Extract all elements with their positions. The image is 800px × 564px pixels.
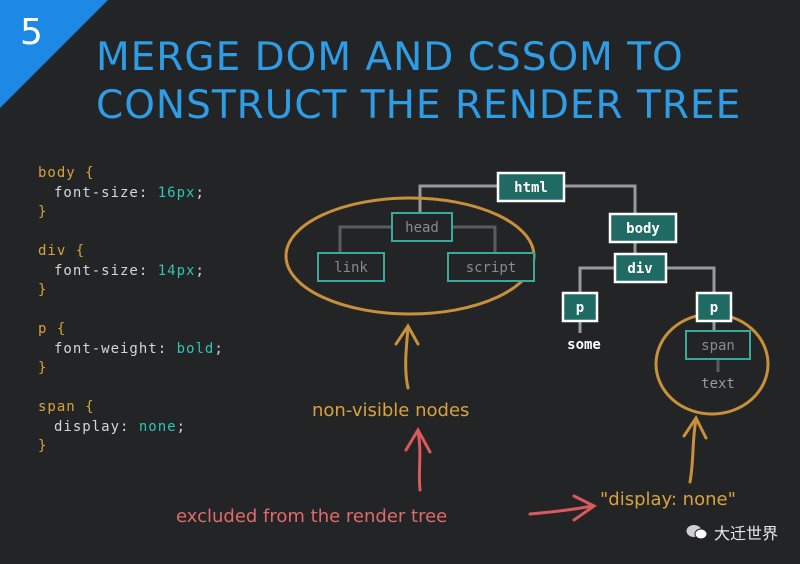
label-excluded: excluded from the render tree	[176, 506, 447, 527]
node-span	[685, 330, 751, 360]
step-badge-corner	[0, 0, 108, 108]
node-html-label: html	[514, 180, 548, 196]
node-body	[608, 212, 678, 244]
node-script	[447, 252, 535, 282]
watermark-text: 大迁世界	[713, 524, 778, 543]
node-span-label: span	[701, 338, 735, 354]
node-body-label: body	[626, 221, 660, 237]
css-semicolon: ;	[195, 184, 205, 201]
css-semicolon: ;	[195, 262, 205, 279]
css-close-brace: }	[38, 204, 48, 220]
page-title: MERGE DOM AND CSSOM TO CONSTRUCT THE REN…	[96, 34, 786, 130]
title-line-2: CONSTRUCT THE RENDER TREE	[96, 83, 742, 128]
css-property: font-weight:	[54, 340, 168, 357]
css-semicolon: ;	[176, 418, 187, 435]
css-close-brace: }	[38, 282, 48, 298]
tree-connectors	[418, 184, 716, 333]
css-rule-p: p { font-weight: bold; }	[38, 320, 224, 379]
css-close-brace: }	[38, 360, 48, 376]
css-value: none	[138, 418, 177, 435]
step-number: 5	[20, 12, 43, 53]
css-value: 14px	[157, 262, 196, 279]
text-node-some: some	[567, 337, 601, 353]
css-rule-body: body { font-size: 16px; }	[38, 164, 224, 223]
node-head-label: head	[405, 220, 439, 236]
excluded-arrow-right	[528, 494, 597, 522]
node-link	[317, 252, 385, 282]
css-declaration: font-size: 14px;	[38, 262, 224, 282]
node-script-label: script	[466, 260, 517, 276]
node-div	[613, 252, 668, 284]
node-html	[496, 171, 566, 203]
css-rule-div: div { font-size: 14px; }	[38, 242, 224, 301]
css-close-brace: }	[38, 438, 48, 454]
css-property: font-size:	[54, 184, 149, 201]
wechat-icon	[686, 525, 708, 540]
css-selector: div {	[38, 243, 86, 259]
excluded-arrow-up	[404, 426, 432, 492]
css-selector: body {	[38, 165, 95, 181]
css-declaration: display: none;	[38, 418, 224, 438]
node-link-label: link	[334, 260, 368, 276]
node-p-2-label: p	[710, 300, 718, 316]
node-p-1	[561, 291, 599, 323]
non-visible-arrow	[394, 323, 420, 390]
css-selector: span {	[38, 399, 95, 415]
label-non-visible: non-visible nodes	[312, 400, 469, 421]
node-p-2	[695, 291, 733, 323]
display-none-circle	[654, 312, 770, 416]
css-declaration: font-size: 16px;	[38, 184, 224, 204]
text-node-text: text	[701, 376, 735, 392]
ghost-connectors	[338, 225, 720, 372]
label-display-none: "display: none"	[600, 489, 736, 510]
css-rule-span: span { display: none; }	[38, 398, 224, 457]
css-semicolon: ;	[214, 340, 224, 357]
css-property: display:	[54, 418, 130, 435]
css-property: font-size:	[54, 262, 149, 279]
css-value: bold	[176, 340, 215, 357]
cssom-code-block: body { font-size: 16px; } div { font-siz…	[38, 164, 224, 476]
css-declaration: font-weight: bold;	[38, 340, 224, 360]
watermark: 大迁世界	[686, 520, 778, 544]
node-div-label: div	[627, 261, 652, 277]
css-selector: p {	[38, 321, 67, 337]
display-none-arrow	[682, 415, 708, 484]
node-p-1-label: p	[576, 300, 584, 316]
css-value: 16px	[157, 184, 196, 201]
title-line-1: MERGE DOM AND CSSOM TO	[96, 35, 684, 80]
node-head	[391, 212, 453, 242]
